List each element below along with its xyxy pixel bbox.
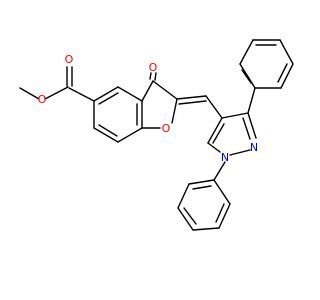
bond-n1-phenyl — [213, 161, 226, 181]
bond-ph1-2 — [239, 39, 254, 65]
bond-benzo-1 — [93, 86, 119, 102]
bond-c3-carbonyl-b — [154, 72, 157, 81]
bond-benzo-4 — [117, 127, 143, 143]
bond-ph1-1 — [239, 63, 256, 89]
bond-o-ester-carbon — [44, 86, 69, 100]
bond-ph1-1-inner — [241, 69, 252, 84]
bond-benzo-1-inner — [98, 92, 119, 105]
bond-benzo-5-inner — [98, 124, 118, 137]
bond-benzo-5 — [93, 127, 119, 143]
bond-c3pz-n2-a — [247, 112, 257, 139]
bond-benzo-2 — [117, 86, 143, 102]
bond-ph2-3 — [177, 207, 194, 231]
bond-ph1-4 — [279, 39, 294, 65]
ketone-oxygen: O — [149, 61, 158, 74]
bond-ph2-2 — [177, 183, 190, 209]
pyrazole-n2: N — [250, 141, 258, 154]
bond-c3-c2 — [152, 80, 178, 100]
bond-ph1-5 — [280, 63, 294, 89]
bond-ch-c4 — [205, 95, 223, 119]
atom-labels: O O O O N N — [38, 53, 258, 164]
bond-ph2-3-inner — [183, 207, 197, 225]
ester-carbonyl-oxygen: O — [65, 53, 74, 66]
bonds — [19, 39, 294, 231]
molecule-structure: O O O O N N — [19, 39, 294, 231]
bond-ph2-1-inner — [192, 185, 212, 190]
furan-oxygen: O — [162, 122, 171, 135]
bond-ph2-1 — [188, 179, 215, 185]
bond-n2-n1 — [229, 149, 251, 156]
bond-c5-c4-a — [207, 117, 223, 144]
bond-n1-c5 — [207, 142, 221, 153]
bond-ph2-6 — [213, 179, 231, 205]
bond-methyl-o — [19, 87, 40, 100]
bond-exocyclic-a — [176, 95, 207, 100]
bond-ph2-4 — [192, 227, 220, 231]
bond-ester-to-ring — [68, 87, 95, 102]
bond-c5-c4-b — [212, 123, 225, 144]
ester-alkoxy-oxygen: O — [38, 93, 47, 106]
bond-c3pz-n2-b — [242, 117, 251, 140]
molecule-canvas: O O O O N N — [19, 39, 294, 231]
bond-c4-c3pz — [221, 112, 249, 119]
bond-ph2-5-inner — [215, 203, 225, 223]
bond-ph1-5-inner — [277, 63, 288, 83]
bond-c3-carbonyl-a — [149, 72, 152, 80]
bond-c3pz-phenyl — [247, 87, 256, 114]
pyrazole-n1: N — [221, 151, 229, 164]
bond-c3a-c3 — [141, 80, 154, 102]
bond-ph2-5 — [218, 203, 231, 229]
bond-exocyclic-b — [178, 100, 207, 105]
bond-c2-o1 — [171, 98, 178, 124]
